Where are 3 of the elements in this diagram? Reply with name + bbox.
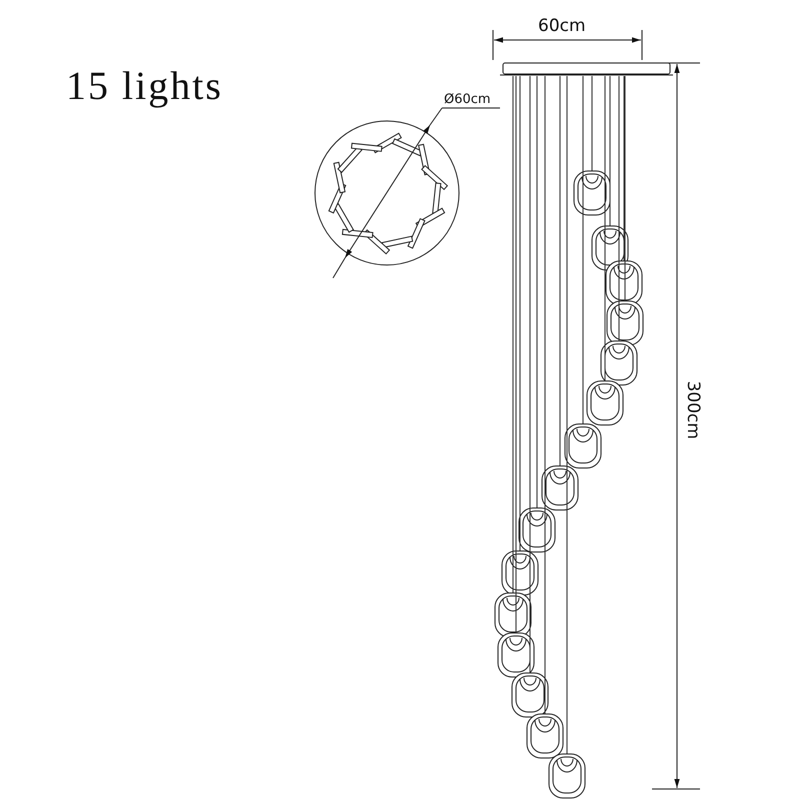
dimension-label: Ø60cm xyxy=(444,92,491,107)
dimension-label: 60cm xyxy=(538,16,586,36)
title-text: 15 lights xyxy=(66,62,223,109)
